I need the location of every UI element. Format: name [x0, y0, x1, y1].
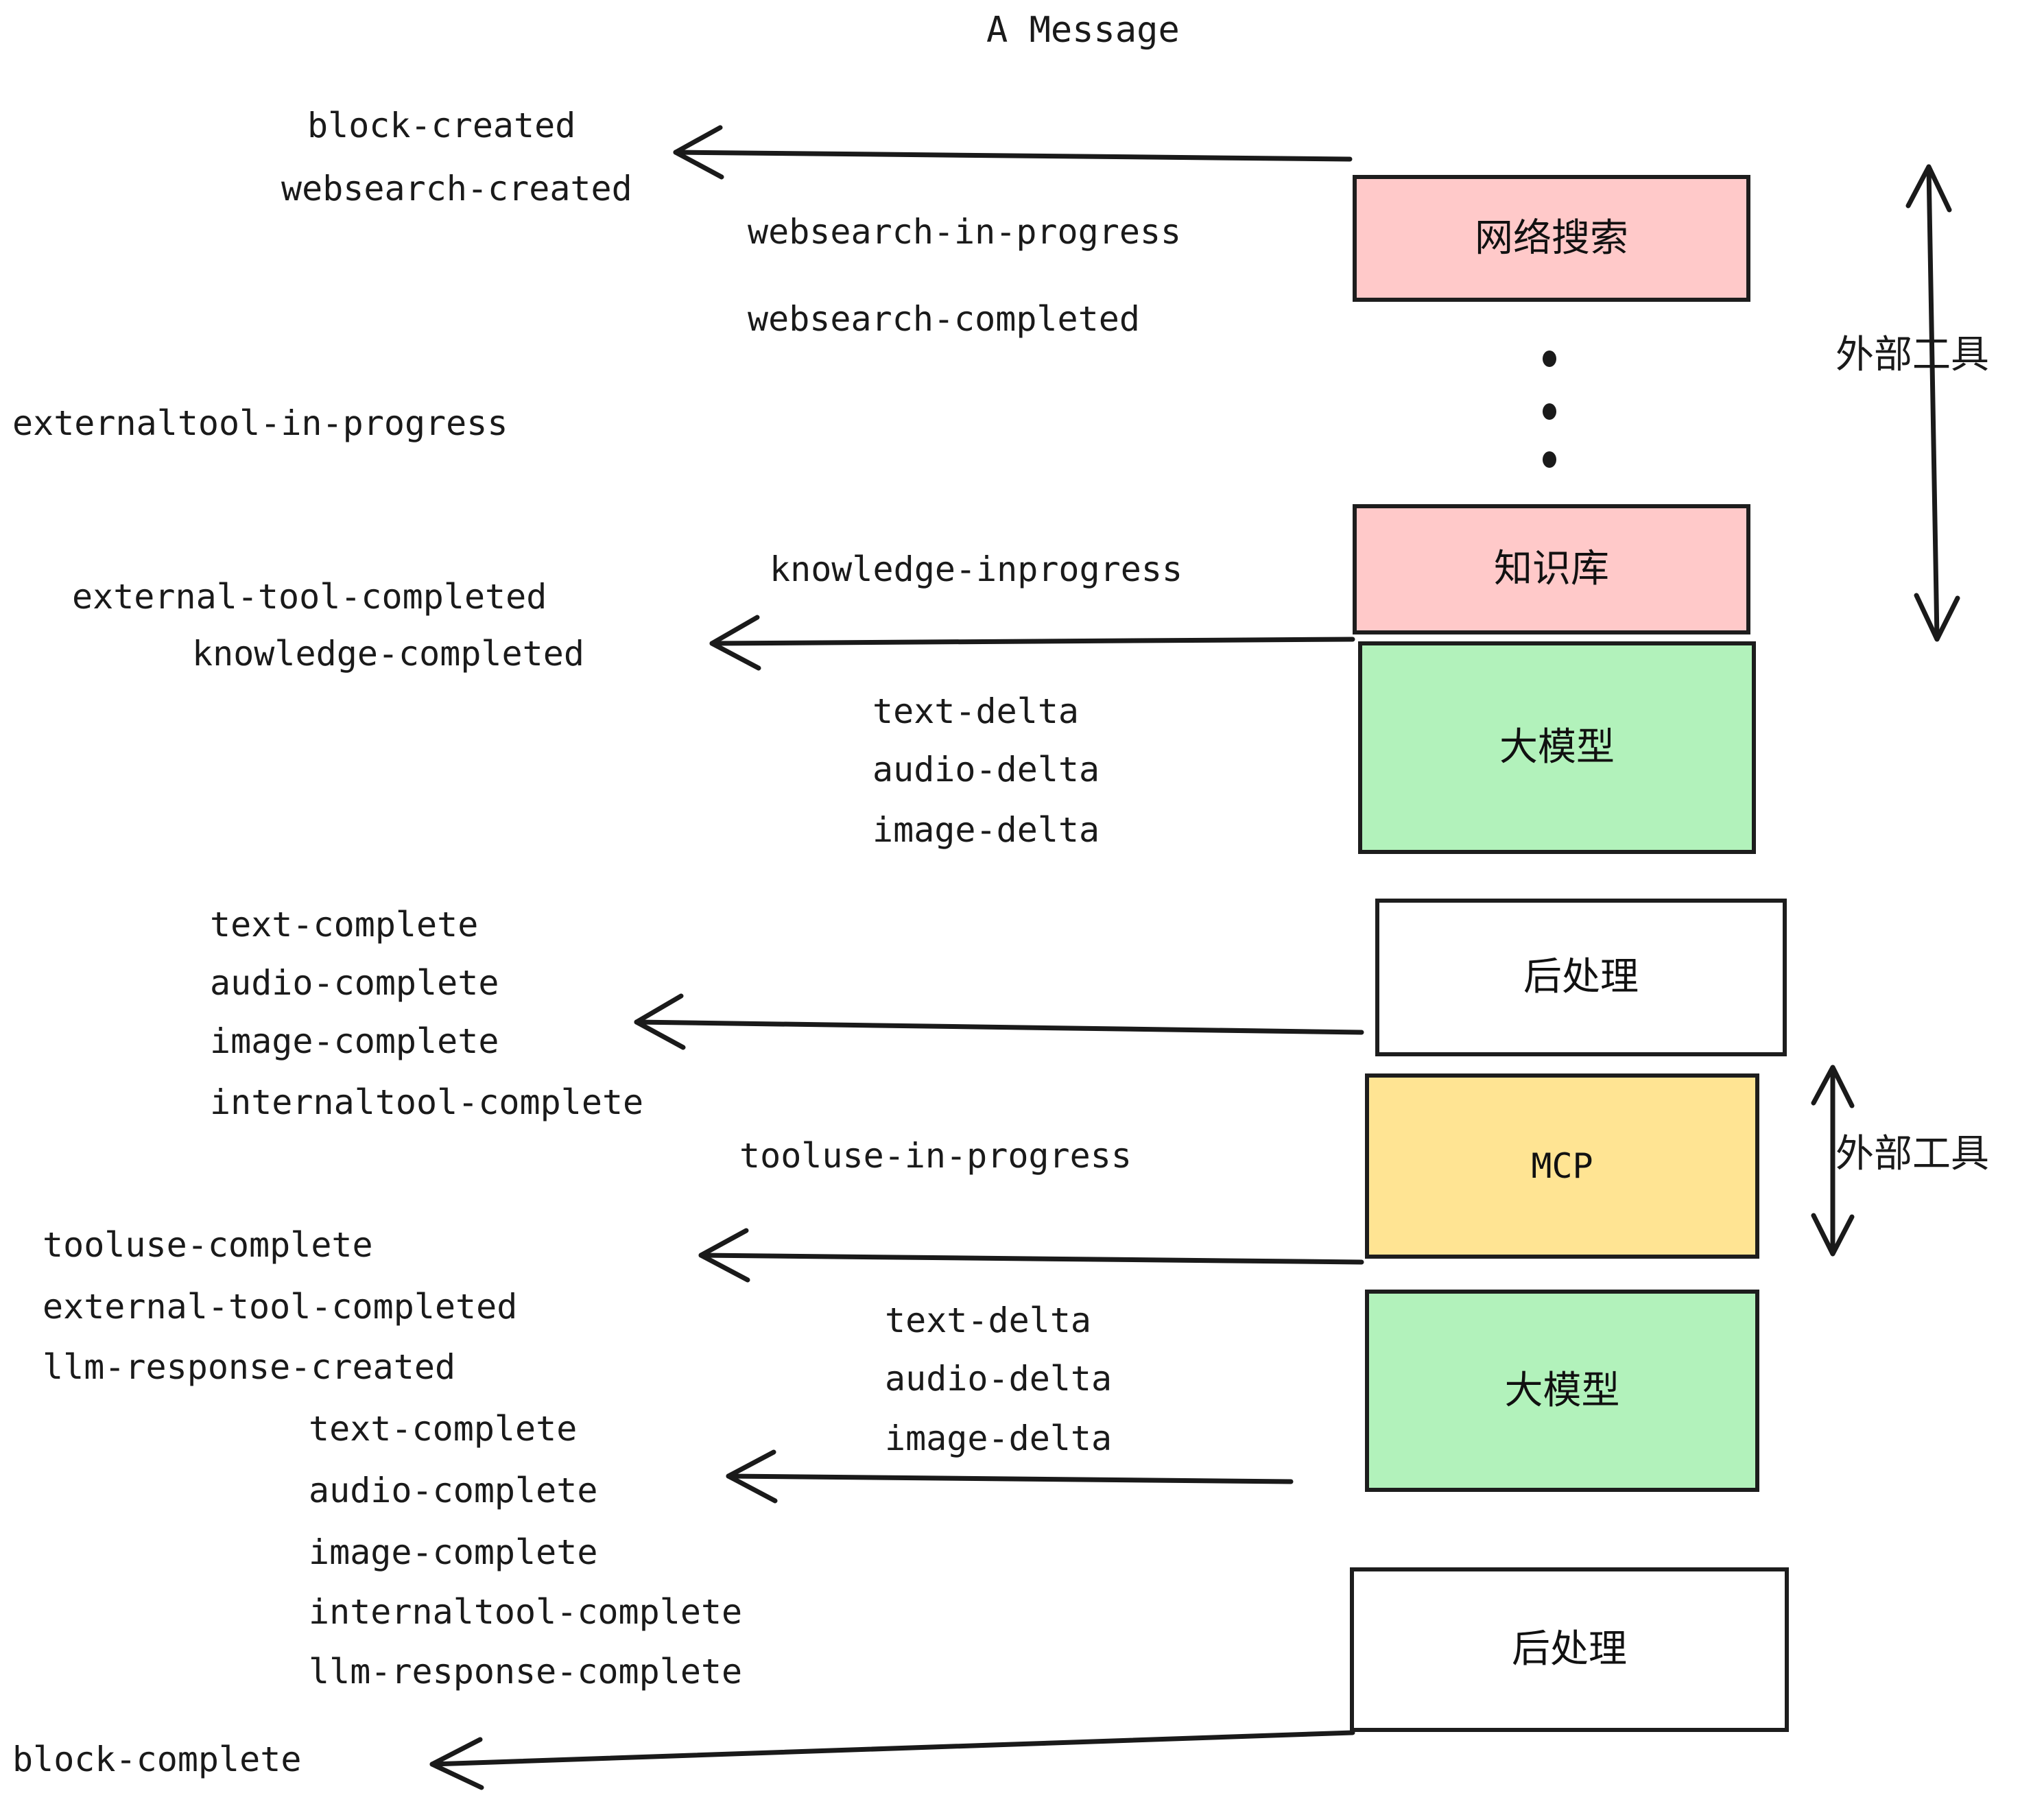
event-tooluse-in-progress: tooluse-in-progress: [739, 1136, 1132, 1176]
event-tooluse-complete: tooluse-complete: [43, 1225, 373, 1265]
ellipsis-dot: [1543, 451, 1556, 468]
node-label: 大模型: [1499, 725, 1615, 770]
event-text-complete-second: text-complete: [309, 1409, 578, 1449]
node-label: 后处理: [1512, 1627, 1627, 1672]
node-knowledge[interactable]: 知识库: [1353, 504, 1750, 634]
event-text-delta-first: text-delta: [872, 691, 1080, 731]
event-internaltool-complete-first: internaltool-complete: [210, 1082, 644, 1122]
event-audio-delta-second: audio-delta: [885, 1359, 1113, 1399]
event-websearch-created: websearch-created: [281, 169, 632, 209]
group-label-external-tools-bottom: 外部工具: [1835, 1132, 1989, 1176]
diagram-title: A Message: [986, 10, 1180, 51]
event-knowledge-completed: knowledge-completed: [192, 634, 584, 674]
event-image-complete-second: image-complete: [309, 1532, 598, 1572]
node-mcp[interactable]: MCP: [1365, 1073, 1759, 1259]
event-image-delta-first: image-delta: [872, 810, 1100, 850]
node-label: 大模型: [1504, 1368, 1620, 1413]
event-block-created: block-created: [307, 106, 576, 145]
event-text-delta-second: text-delta: [885, 1301, 1092, 1340]
arrow-mcp-to-image-complete: [634, 993, 1364, 1050]
node-postprocess-second[interactable]: 后处理: [1350, 1567, 1789, 1732]
node-llm-second[interactable]: 大模型: [1365, 1290, 1759, 1492]
node-label: 知识库: [1494, 547, 1609, 591]
event-llm-response-created: llm-response-created: [43, 1347, 456, 1387]
bracket-arrow-external-tools-top: [1905, 164, 1960, 642]
node-label: MCP: [1531, 1146, 1593, 1186]
event-llm-response-complete: llm-response-complete: [309, 1652, 743, 1692]
event-image-delta-second: image-delta: [885, 1419, 1113, 1458]
node-label: 后处理: [1523, 955, 1639, 999]
event-external-tool-completed-second: external-tool-completed: [43, 1287, 518, 1327]
event-audio-complete-second: audio-complete: [309, 1471, 598, 1510]
event-internaltool-complete-second: internaltool-complete: [309, 1592, 743, 1632]
ellipsis-dot: [1543, 351, 1556, 367]
event-block-complete: block-complete: [12, 1740, 302, 1779]
event-external-tool-completed-first: external-tool-completed: [72, 577, 547, 617]
group-label-external-tools-top: 外部工具: [1835, 333, 1989, 377]
event-knowledge-inprogress: knowledge-inprogress: [770, 549, 1183, 589]
node-websearch[interactable]: 网络搜索: [1353, 175, 1750, 302]
event-image-complete-first: image-complete: [210, 1021, 499, 1061]
node-label: 网络搜索: [1475, 215, 1628, 261]
arrow-llm2-to-audio-complete: [726, 1449, 1294, 1504]
arrow-llm2-to-tooluse-complete: [698, 1228, 1364, 1283]
arrow-postproc2-to-block-complete: [429, 1730, 1355, 1790]
event-audio-complete-first: audio-complete: [210, 963, 499, 1003]
event-text-complete-first: text-complete: [210, 905, 479, 945]
node-postprocess-first[interactable]: 后处理: [1375, 899, 1787, 1056]
arrow-websearch-to-created: [673, 125, 1353, 180]
event-audio-delta-first: audio-delta: [872, 750, 1100, 790]
event-websearch-in-progress: websearch-in-progress: [748, 212, 1182, 252]
node-llm-first[interactable]: 大模型: [1358, 641, 1756, 854]
arrow-llm1-to-knowledge-completed: [709, 615, 1355, 671]
event-externaltool-in-progress: externaltool-in-progress: [12, 403, 508, 443]
event-websearch-completed: websearch-completed: [748, 299, 1140, 339]
ellipsis-dot: [1543, 403, 1556, 420]
